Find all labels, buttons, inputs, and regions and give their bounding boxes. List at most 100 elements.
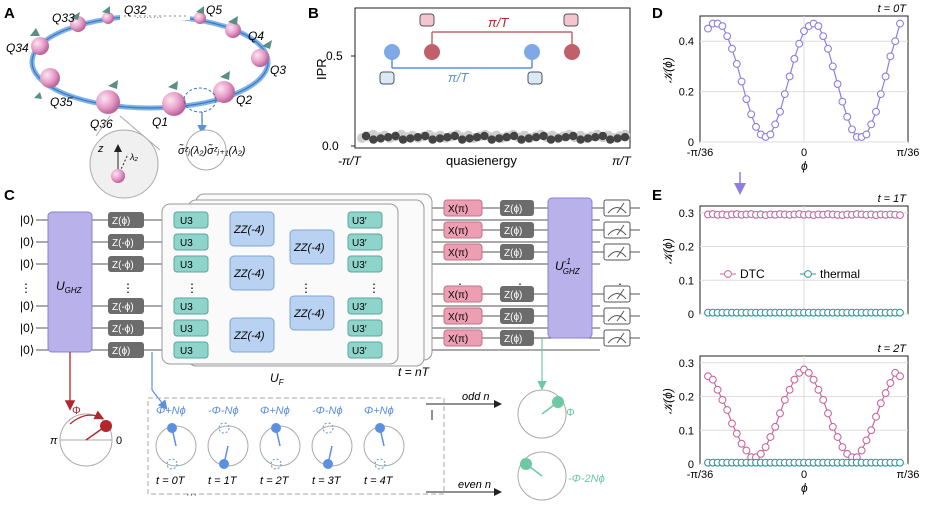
z-gate: Z(-ϕ)	[108, 320, 144, 336]
data-point	[896, 211, 904, 220]
data-point	[737, 77, 746, 86]
xtick-label: π/36	[897, 469, 920, 481]
svg-text:U3′: U3′	[352, 216, 367, 227]
data-point	[824, 44, 832, 53]
chart-xlabel: ϕ	[801, 159, 808, 173]
data-point	[819, 395, 828, 404]
svg-text:Z(ϕ): Z(ϕ)	[112, 346, 130, 357]
ket-label: |0⟩	[20, 343, 34, 357]
data-point	[771, 120, 780, 129]
cat-icon	[379, 71, 395, 85]
phase-diagram: Φ+Nϕt = 0T-Φ-Nϕt = 1TΦ+Nϕt = 2T-Φ-Nϕt = …	[59, 338, 567, 501]
seq-time-label: t = 3T	[312, 475, 342, 487]
zz-gate-a: ZZ(-4)	[229, 211, 275, 247]
t-equals-nt: t = nT	[398, 365, 431, 379]
ipr-point	[532, 133, 541, 142]
data-point	[766, 130, 775, 139]
xtick-label: 0	[801, 147, 807, 159]
svg-text:Z(-ϕ): Z(-ϕ)	[112, 302, 134, 313]
data-point	[776, 409, 784, 418]
coupling-zoom	[89, 87, 227, 199]
data-point	[785, 385, 794, 394]
x-pi-gate: X(π)	[443, 221, 483, 239]
ket-label: |0⟩	[20, 321, 34, 335]
data-point	[752, 122, 760, 131]
ytick-label: 0.1	[679, 275, 694, 287]
svg-text:U3′: U3′	[352, 346, 367, 357]
odd-label: odd n	[462, 391, 490, 403]
data-point	[713, 385, 722, 394]
ipr-point	[480, 131, 489, 141]
u3-gate: U3	[173, 297, 209, 315]
data-point	[833, 80, 842, 88]
x-pi-gate: X(π)	[443, 307, 483, 325]
panel-label-a: A	[4, 5, 15, 22]
ipr-point	[591, 133, 600, 142]
data-point	[723, 406, 732, 414]
chart-ylabel: 𝒦(ϕ)	[661, 57, 675, 83]
phase-circle	[259, 423, 301, 470]
chart-ylabel: 𝒦(ϕ)	[661, 238, 675, 264]
data-point	[790, 54, 799, 63]
vdots: ⋮	[368, 281, 380, 295]
z-gate: Z(ϕ)	[108, 212, 144, 228]
svg-text:U3′: U3′	[352, 238, 367, 249]
vdots: ⋮	[300, 281, 312, 295]
data-point	[800, 27, 808, 36]
ipr-point	[391, 131, 400, 141]
ipr-point	[472, 133, 482, 142]
svg-text:ZZ(-4): ZZ(-4)	[293, 308, 325, 320]
even-label: even n	[458, 479, 491, 491]
ughz-label: UGHZ	[56, 279, 83, 295]
uf-label: UF	[270, 371, 285, 387]
svg-text:X(π): X(π)	[448, 248, 468, 259]
xtick-label: π/36	[897, 147, 920, 159]
z-phi-gate: Z(ϕ)	[500, 330, 534, 346]
red-gap-label: π/T	[488, 15, 509, 30]
qubit-label-q5: Q5	[206, 3, 222, 17]
panel-label-e: E	[652, 187, 662, 204]
u3-gate: U3	[173, 341, 209, 359]
data-point	[809, 375, 818, 384]
z-phi-gate: Z(ϕ)	[500, 222, 534, 238]
zz-gate-c: ZZ(-4)	[229, 317, 275, 353]
ipr-point	[384, 133, 393, 142]
ipr-point	[361, 131, 371, 141]
svg-text:U3′: U3′	[352, 324, 367, 335]
qubit-label-q33: Q33	[52, 11, 75, 25]
u3-prime-gate: U3′	[347, 211, 383, 229]
ipr-point	[524, 134, 533, 143]
data-point	[857, 446, 866, 455]
data-point	[756, 449, 765, 458]
seq-phase-label: -Φ-Nϕ	[312, 405, 343, 417]
u3-gate: U3	[173, 211, 209, 229]
zz-gate-d: ZZ(-4)	[289, 229, 335, 265]
ipr-point	[509, 131, 519, 141]
data-point	[704, 24, 712, 33]
coupling-formula: σ̃ᶻⱼ(λ₂)σ̃ᶻⱼ₊₁(λ₂)	[178, 144, 246, 157]
x-pi-gate: X(π)	[443, 329, 483, 347]
zero-label: 0	[116, 435, 122, 447]
measure-icon	[603, 221, 631, 239]
circuit: ⋮⋮⋮⋮⋮⋮⋮Z(ϕ)Z(-ϕ)Z(-ϕ)Z(-ϕ)Z(-ϕ)Z(ϕ)U3U3U…	[36, 193, 640, 367]
ipr-point	[546, 135, 556, 144]
data-point	[708, 375, 717, 384]
ytick-label: 0	[688, 137, 694, 149]
u3-prime-gate: U3′	[347, 341, 383, 359]
svg-text:U3: U3	[180, 302, 193, 313]
xtick-label: -π/36	[687, 469, 714, 481]
seq-phase-label: -Φ-Nϕ	[208, 405, 239, 417]
zz-gate-b: ZZ(-4)	[229, 255, 275, 291]
data-point	[881, 389, 890, 398]
measure-icon	[603, 329, 631, 347]
ipr-point	[554, 134, 563, 143]
seq-time-label: t = 0T	[156, 475, 186, 487]
data-point	[862, 130, 871, 139]
ytick-label: 0	[688, 459, 694, 471]
ipr-point	[465, 134, 474, 143]
data-point	[838, 97, 847, 106]
ytick-label: 0.2	[679, 392, 694, 404]
data-point	[728, 419, 736, 428]
data-point	[723, 32, 732, 41]
